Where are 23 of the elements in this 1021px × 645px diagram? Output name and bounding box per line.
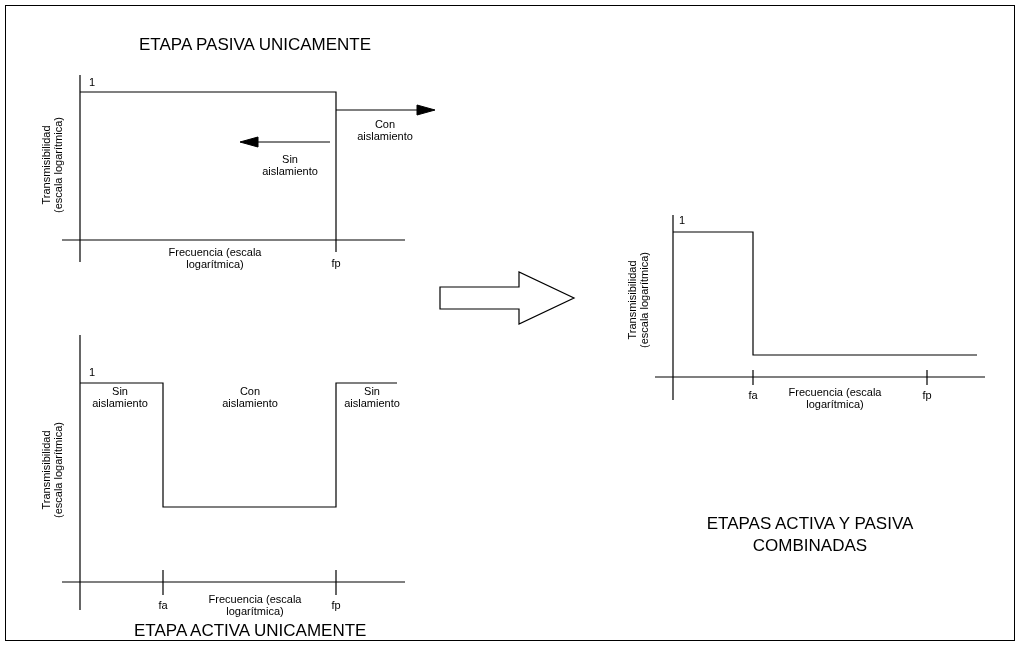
region-label: Sin aislamiento — [91, 385, 149, 409]
region-label: Sin aislamiento — [343, 385, 401, 409]
region-label: Con aislamiento — [356, 118, 414, 142]
axis-title: Frecuencia (escala logarítmica) — [167, 246, 263, 270]
tick-label: fp — [331, 257, 341, 269]
axis-title: Frecuencia (escala logarítmica) — [787, 386, 883, 410]
tick-label: fa — [158, 599, 168, 611]
axis-title: Transmisibilidad (escala logarítmica) — [40, 116, 64, 215]
axis-title: Transmisibilidad (escala logarítmica) — [626, 251, 650, 350]
axis-title: Frecuencia (escala logarítmica) — [207, 593, 303, 617]
tick-label: 1 — [89, 76, 96, 88]
tick-label: fa — [748, 389, 758, 401]
chart-title: ETAPA ACTIVA UNICAMENTE — [134, 620, 367, 642]
tick-label: 1 — [89, 366, 96, 378]
tick-label: 1 — [679, 214, 686, 226]
region-label: Sin aislamiento — [261, 153, 319, 177]
region-label: Con aislamiento — [221, 385, 279, 409]
tick-label: fp — [922, 389, 932, 401]
chart-title: ETAPA PASIVA UNICAMENTE — [139, 34, 372, 56]
axis-title: Transmisibilidad (escala logarítmica) — [40, 421, 64, 520]
chart-title: ETAPAS ACTIVA Y PASIVA COMBINADAS — [705, 513, 915, 557]
block-arrow — [439, 271, 576, 325]
tick-label: fp — [331, 599, 341, 611]
